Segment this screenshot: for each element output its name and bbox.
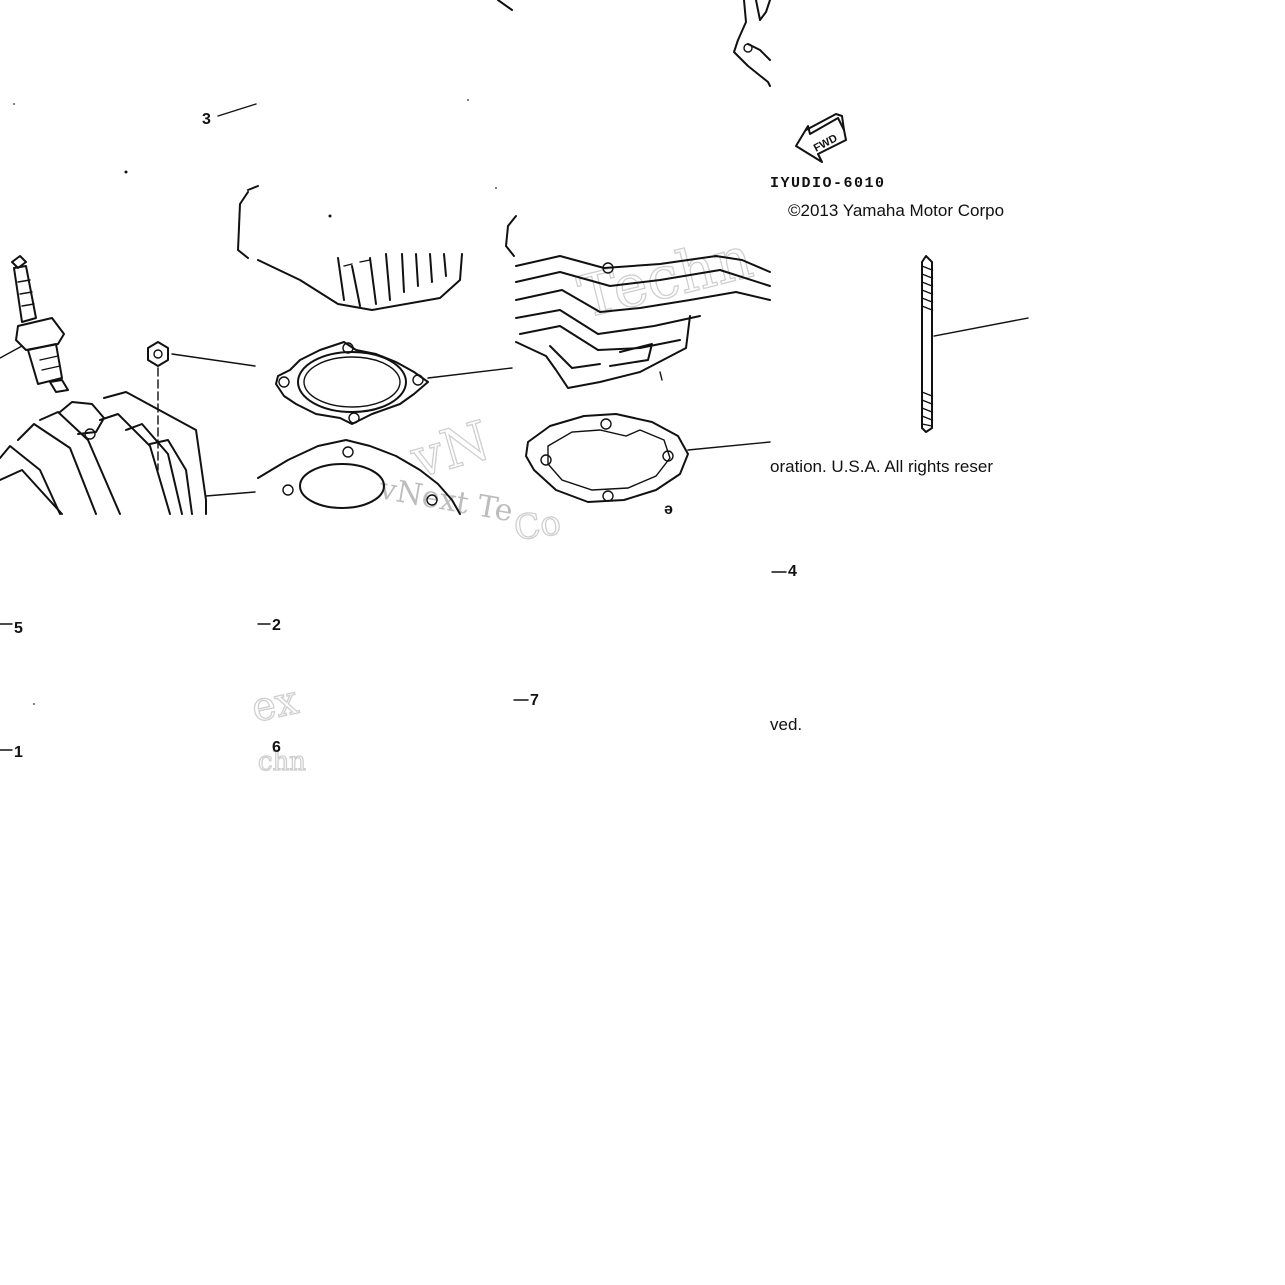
leader-line [171, 353, 256, 367]
tile-header: FWD IYUDIO-6010 ©2013 Yamaha Motor Corpo [733, 0, 1004, 220]
cylinder-base-gasket-icon [525, 413, 689, 503]
callout-1: 1 [14, 744, 23, 761]
watermark: Techn vN vNext Te Co ex chn [247, 222, 760, 777]
callout-7: 7 [530, 692, 539, 709]
stud-bolt-icon [921, 255, 933, 433]
spark-plug-icon [11, 255, 69, 393]
tile-cylinder-head: 3 [0, 103, 257, 515]
head-gasket-icon [275, 341, 429, 425]
tile-cylinder: ə [497, 0, 771, 518]
leader-line [217, 103, 257, 117]
callouts-bottom: 5 2 1 6 7 4 ved. [0, 563, 802, 761]
watermark-ex: ex [248, 677, 303, 732]
watermark-chn: chn [258, 747, 306, 777]
cylinder-head-icon [0, 391, 207, 515]
watermark-techn: Techn [572, 223, 759, 331]
callout-2: 2 [272, 617, 281, 634]
leader-line [427, 367, 513, 379]
cylinder-icon [515, 255, 771, 389]
callout-3: 3 [202, 111, 211, 128]
callout-5: 5 [14, 620, 23, 637]
head-cover-icon [237, 185, 463, 311]
copyright-line3: ved. [770, 715, 802, 734]
engine-fragment-icon [733, 0, 771, 87]
svg-text:ə: ə [664, 501, 673, 518]
leader-line [687, 441, 771, 451]
callout-6: 6 [272, 739, 281, 756]
tile-gaskets [237, 99, 513, 515]
watermark-co: Co [512, 503, 564, 549]
tile-stud: oration. U.S.A. All rights reser [770, 255, 1029, 476]
callout-4: 4 [788, 563, 797, 580]
leader-line [205, 491, 256, 497]
base-gasket-icon [257, 439, 461, 515]
fwd-arrow-icon: FWD [795, 113, 847, 163]
leader-line [933, 317, 1029, 337]
nut-icon [147, 341, 169, 367]
copyright-line1: ©2013 Yamaha Motor Corpo [788, 201, 1004, 220]
copyright-line2: oration. U.S.A. All rights reser [770, 457, 993, 476]
leader-line [0, 345, 23, 359]
diagram-code: IYUDIO-6010 [770, 175, 886, 192]
